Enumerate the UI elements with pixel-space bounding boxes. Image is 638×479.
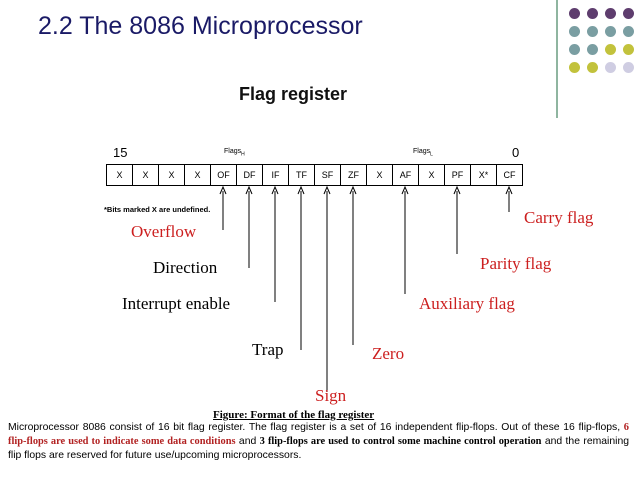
register-bit-12: X xyxy=(184,164,211,186)
register-bit-9: IF xyxy=(262,164,289,186)
label-auxiliary-flag: Auxiliary flag xyxy=(419,294,515,313)
register-bit-3: X xyxy=(418,164,445,186)
register-bit-0: CF xyxy=(496,164,523,186)
decorative-dot xyxy=(605,44,616,55)
decorative-dot xyxy=(587,8,598,19)
decorative-dot xyxy=(587,26,598,37)
label-trap: Trap xyxy=(252,340,284,359)
highlight-data-conditions: 6 flip-flops are used to indicate some d… xyxy=(8,422,629,447)
msb-bit-number: 15 xyxy=(113,145,128,160)
decorative-dot xyxy=(605,26,616,37)
label-interrupt-enable: Interrupt enable xyxy=(122,294,231,313)
label-carry-flag: Carry flag xyxy=(524,208,594,227)
description-paragraph: Microprocessor 8086 consist of 16 bit fl… xyxy=(8,422,629,461)
pointer-arrowhead-carry xyxy=(505,185,513,195)
decorative-dot xyxy=(605,8,616,19)
figure-caption: Figure: Format of the flag register xyxy=(213,409,375,421)
decorative-dot xyxy=(569,44,580,55)
label-direction: Direction xyxy=(153,258,218,277)
pointer-arrowhead-trap xyxy=(297,185,305,195)
label-zero: Zero xyxy=(372,344,405,363)
pointer-arrowhead-auxiliary xyxy=(401,185,409,195)
pointer-arrowhead-interrupt xyxy=(271,185,279,195)
decorative-dot xyxy=(587,62,598,73)
register-bit-14: X xyxy=(132,164,159,186)
pointer-arrowhead-overflow xyxy=(219,185,227,195)
decorative-dot xyxy=(605,62,616,73)
decorative-dot xyxy=(569,62,580,73)
pointer-arrowhead-zero xyxy=(349,185,357,195)
decorative-dot xyxy=(623,8,634,19)
decorative-dot xyxy=(587,44,598,55)
decorative-dot xyxy=(623,26,634,37)
section-subtitle: Flag register xyxy=(239,84,348,104)
pointer-arrowhead-sign xyxy=(323,185,331,195)
undefined-bits-note: *Bits marked X are undefined. xyxy=(104,205,211,214)
lsb-bit-number: 0 xyxy=(512,145,520,160)
pointer-arrowhead-parity xyxy=(453,185,461,195)
flags-high-label: FlagsH xyxy=(224,148,245,158)
flags-low-label: FlagsL xyxy=(413,148,433,158)
highlight-control-operations: 3 flip-flops are used to control some ma… xyxy=(259,435,542,447)
decorative-dot xyxy=(623,44,634,55)
title-divider xyxy=(556,0,558,118)
register-bit-15: X xyxy=(106,164,133,186)
register-bit-7: SF xyxy=(314,164,341,186)
label-overflow: Overflow xyxy=(131,222,197,241)
decorative-dot xyxy=(569,8,580,19)
label-sign: Sign xyxy=(315,386,347,405)
decorative-dot-grid xyxy=(0,0,638,120)
decorative-dot xyxy=(569,26,580,37)
pointer-arrowhead-direction xyxy=(245,185,253,195)
decorative-dot xyxy=(623,62,634,73)
label-parity-flag: Parity flag xyxy=(480,254,552,273)
slide-title: 2.2 The 8086 Microprocessor xyxy=(38,12,363,40)
